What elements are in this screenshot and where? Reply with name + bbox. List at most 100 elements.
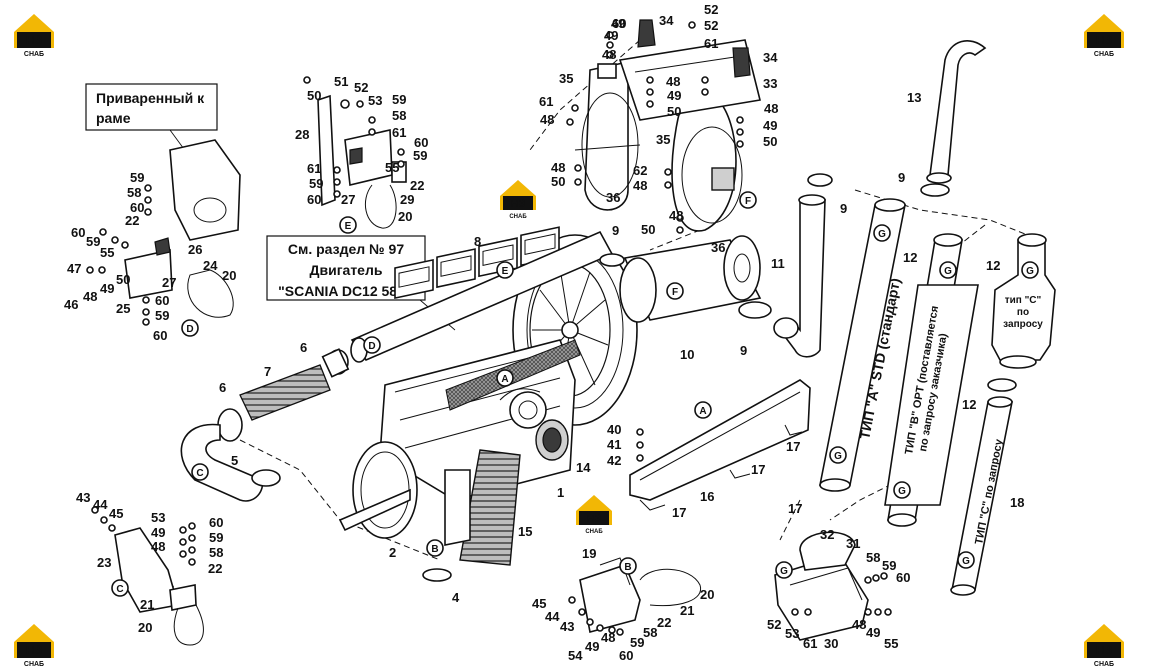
callout-label: 9: [898, 170, 905, 185]
callout-label: 58: [643, 625, 657, 640]
callout-label: 22: [125, 213, 139, 228]
callout-label: 13: [907, 90, 921, 105]
engine-view-markers: A B D E: [363, 261, 514, 557]
callout-label: 5: [231, 453, 238, 468]
view-marker-c: [191, 463, 209, 481]
callout-label: 58: [209, 545, 223, 560]
callout-label: 10: [680, 347, 694, 362]
callout-label: 53: [368, 93, 382, 108]
view-letter-a: A: [501, 374, 508, 385]
note-welded-line2: раме: [96, 110, 131, 126]
muffler-strap-front: [574, 61, 641, 211]
callout-label: 18: [1010, 495, 1024, 510]
bracket-e: E: [317, 94, 407, 234]
callout-label: 20: [398, 209, 412, 224]
callout-label: 61: [307, 161, 321, 176]
logo-text-top: НЗ: [587, 513, 602, 525]
pipe-type-c-short1: тип "С": [1005, 295, 1042, 306]
callout-label: 1: [557, 485, 564, 500]
intake-hose-assembly: C: [180, 364, 331, 502]
callout-label: 49: [667, 88, 681, 103]
callout-label: 43: [76, 490, 90, 505]
callout-label: 19: [582, 546, 596, 561]
callout-label: 46: [64, 297, 78, 312]
callout-label: 60: [414, 135, 428, 150]
callout-label: 61: [704, 36, 718, 51]
callout-label: 48: [601, 630, 615, 645]
logo-text-bottom: СНАБ: [1094, 661, 1114, 668]
bracket-d: D: [124, 139, 241, 337]
callout-label: 50: [763, 134, 777, 149]
callout-label: 12: [986, 258, 1000, 273]
callout-label: 59: [882, 558, 896, 573]
pipe-type-c-short2: по: [1017, 307, 1029, 318]
callout-label: 52: [704, 2, 718, 17]
logo-text-bottom: СНАБ: [585, 529, 603, 535]
bracket-g: G: [774, 531, 869, 641]
logo-text-bottom: СНАБ: [1094, 51, 1114, 58]
logo-bottom-left: НЗ СНАБ: [14, 624, 54, 668]
callout-label: 31: [846, 536, 860, 551]
callout-label: 52: [354, 80, 368, 95]
callout-label: 43: [560, 619, 574, 634]
callout-label: 11: [771, 256, 785, 271]
note-section-line1: См. раздел № 97: [288, 241, 404, 257]
callout-label: 59: [130, 170, 144, 185]
callout-label: 12: [962, 397, 976, 412]
bracket-c: C: [111, 527, 204, 646]
callout-label: 49: [585, 639, 599, 654]
callout-label: 55: [385, 160, 399, 175]
callout-label: 15: [518, 524, 532, 539]
logo-text-top: НЗ: [1096, 33, 1112, 47]
bracket-b: B: [579, 557, 702, 633]
callout-label: 20: [700, 587, 714, 602]
callout-label: 40: [607, 422, 621, 437]
callout-label: 26: [188, 242, 202, 257]
callout-label: 49: [604, 28, 618, 43]
callout-label: 30: [824, 636, 838, 651]
view-letter-f-bracket: F: [745, 196, 751, 207]
callout-label: 49: [611, 16, 625, 31]
view-letter-g-b-top: G: [944, 266, 952, 277]
callout-label: 48: [551, 160, 565, 175]
callout-label: 44: [93, 497, 108, 512]
callout-label: 35: [559, 71, 573, 86]
callout-label: 53: [785, 626, 799, 641]
bell-housing: [352, 441, 418, 539]
clamp-4: [422, 568, 452, 582]
callout-label: 59: [86, 234, 100, 249]
callout-label: 50: [116, 272, 130, 287]
callout-label: 42: [607, 453, 621, 468]
callout-label: 49: [763, 118, 777, 133]
view-letter-d: D: [368, 341, 375, 352]
view-letter-g-a-top: G: [878, 229, 886, 240]
view-letter-f: F: [672, 287, 678, 298]
view-letter-c-bracket: C: [116, 584, 123, 595]
logo-text-bottom: СНАБ: [24, 51, 44, 58]
callout-label: 47: [67, 261, 81, 276]
logo-text-top: НЗ: [26, 643, 42, 657]
callout-label: 60: [153, 328, 167, 343]
callout-label: 52: [767, 617, 781, 632]
callout-label: 20: [138, 620, 152, 635]
logo-text-top: НЗ: [511, 198, 526, 210]
callout-label: 9: [612, 223, 619, 238]
callout-label: 50: [551, 174, 565, 189]
turbocharger: [509, 391, 547, 429]
view-letter-d-bracket: D: [186, 324, 193, 335]
tail-pipe-13: [920, 40, 987, 197]
callout-label: 48: [83, 289, 97, 304]
callout-label: 50: [307, 88, 321, 103]
callout-numbers: 1 2 4 5 6 6 7 8 9 9 9 9 10 11 12 12 12 1…: [64, 2, 1024, 663]
callout-label: 48: [764, 101, 778, 116]
callout-label: 17: [786, 439, 800, 454]
callout-label: 48: [669, 208, 683, 223]
callout-label: 48: [852, 617, 866, 632]
callout-label: 17: [751, 462, 765, 477]
muffler: F: [599, 235, 772, 323]
callout-label: 4: [452, 590, 460, 605]
callout-label: 49: [100, 281, 114, 296]
callout-label: 20: [222, 268, 236, 283]
